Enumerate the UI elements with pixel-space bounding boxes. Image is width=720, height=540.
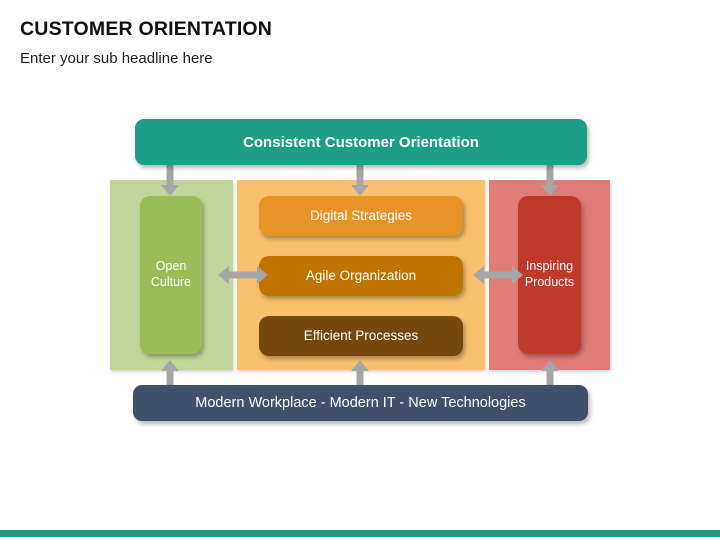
top-banner-consistent-customer-orientation[interactable]: Consistent Customer Orientation	[135, 119, 587, 165]
page-title: CUSTOMER ORIENTATION	[20, 18, 273, 40]
top-banner-label: Consistent Customer Orientation	[243, 133, 479, 151]
page-subtitle: Enter your sub headline here	[20, 50, 213, 67]
arrow-vertical-bottom-inspiring-products	[540, 360, 560, 408]
card-agile-organization[interactable]: Agile Organization	[259, 256, 463, 296]
arrow-vertical-bottom-digital	[350, 360, 370, 408]
card-digital-strategies-label: Digital Strategies	[309, 207, 413, 223]
arrow-horizontal-culture-to-digital	[218, 265, 268, 285]
arrow-vertical-top-inspiring-products	[540, 148, 560, 196]
arrow-vertical-bottom-open-culture	[160, 360, 180, 408]
card-open-culture[interactable]: Open Culture	[140, 196, 202, 354]
card-efficient-processes-label: Efficient Processes	[303, 327, 419, 343]
arrow-vertical-top-open-culture	[160, 148, 180, 196]
card-agile-organization-label: Agile Organization	[305, 267, 417, 283]
bottom-banner-label: Modern Workplace - Modern IT - New Techn…	[195, 395, 526, 411]
footer-accent-bar	[0, 530, 720, 537]
card-efficient-processes[interactable]: Efficient Processes	[259, 316, 463, 356]
card-digital-strategies[interactable]: Digital Strategies	[259, 196, 463, 236]
card-open-culture-label: Open Culture	[151, 259, 191, 290]
card-inspiring-products-label: Inspiring Products	[525, 259, 574, 290]
card-inspiring-products[interactable]: Inspiring Products	[518, 196, 581, 354]
card-open-culture-line2: Culture	[150, 275, 192, 289]
card-inspiring-products-line2: Products	[524, 275, 575, 289]
arrow-vertical-top-digital	[350, 148, 370, 196]
card-open-culture-line1: Open	[155, 259, 187, 274]
arrow-horizontal-digital-to-products	[473, 265, 523, 285]
bottom-banner-modern-workplace[interactable]: Modern Workplace - Modern IT - New Techn…	[133, 385, 588, 421]
card-inspiring-products-line1: Inspiring	[525, 259, 574, 274]
